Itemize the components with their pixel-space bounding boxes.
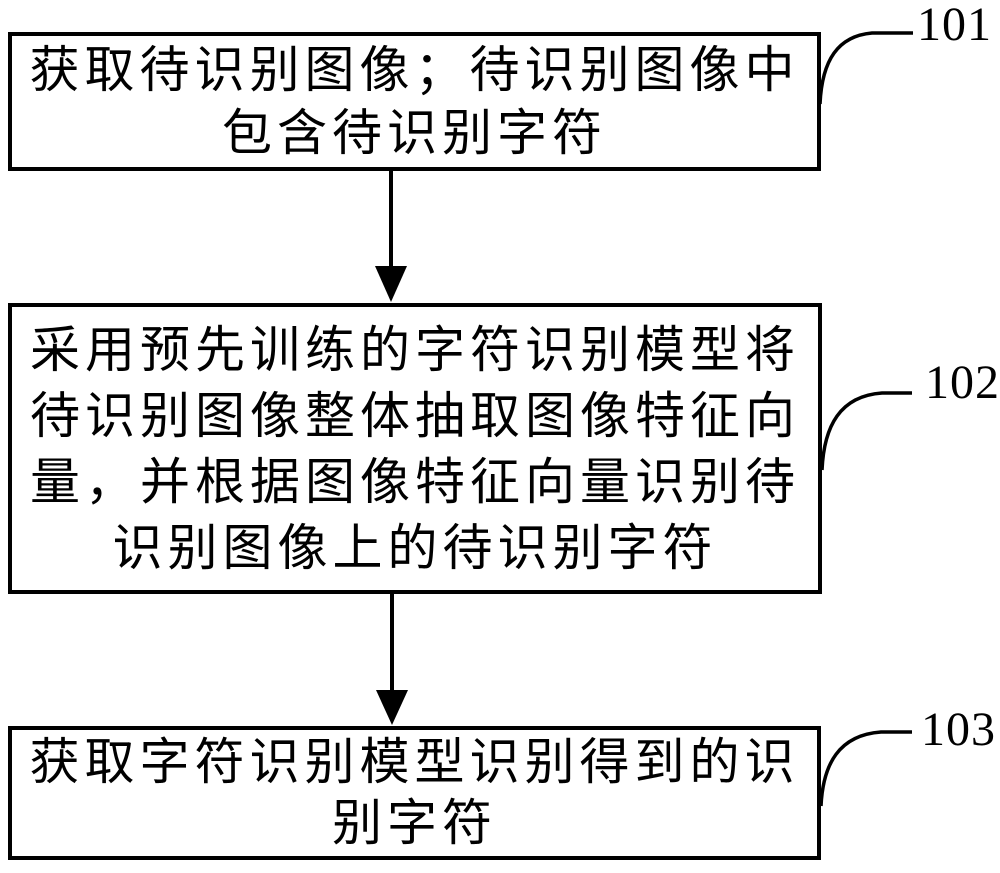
flow-arrow-2 [376,593,408,725]
leader-line-101 [818,31,913,105]
step-101-text-line-1: 获取待识别图像；待识别图像中 [29,41,800,98]
step-102-text-line-1: 采用预先训练的字符识别模型将 [30,321,800,378]
step-101-text-line-2: 包含待识别字符 [222,104,607,161]
step-box-101: 获取待识别图像；待识别图像中 包含待识别字符 [8,32,821,171]
ref-label-102: 102 [925,356,1000,409]
step-102-text-line-2: 待识别图像整体抽取图像特征向 [30,387,800,444]
step-box-103: 获取字符识别模型识别得到的识 别字符 [8,726,821,860]
step-102-text-line-4: 识别图像上的待识别字符 [112,519,718,576]
leader-line-102 [820,391,912,471]
flow-arrow-1 [375,170,407,302]
leader-line-103 [819,730,912,807]
ref-label-103: 103 [921,703,996,756]
step-102-text-line-3: 量，并根据图像特征向量识别待 [30,453,800,510]
ref-label-101: 101 [917,0,992,51]
step-103-text-line-2: 别字符 [332,795,497,851]
step-box-102: 采用预先训练的字符识别模型将 待识别图像整体抽取图像特征向 量，并根据图像特征向… [8,303,822,594]
step-103-text-line-1: 获取字符识别模型识别得到的识 [29,734,800,790]
